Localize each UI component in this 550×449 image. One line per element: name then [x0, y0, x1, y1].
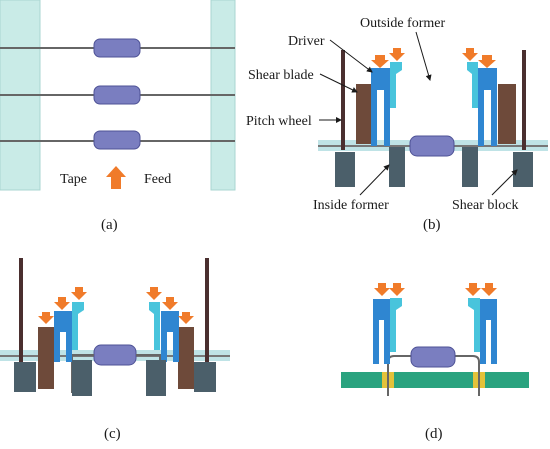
force-arrow-icon: [462, 48, 478, 61]
force-arrows-b: [371, 48, 496, 68]
caption-c: (c): [104, 426, 121, 442]
outside-former-left: [390, 298, 402, 352]
tape-label: Tape: [60, 172, 87, 187]
pcb-board: [341, 372, 529, 388]
shear-block-right: [513, 152, 533, 187]
force-arrow-icon: [54, 297, 70, 310]
label-shear-blade: Shear blade: [248, 68, 314, 83]
pitch-wheel-post-left: [19, 258, 23, 373]
resistor-body-icon: [93, 344, 137, 366]
shear-block-left: [335, 152, 355, 187]
driver-right: [478, 68, 497, 146]
panel-d: (d): [341, 283, 529, 442]
force-arrow-icon: [162, 297, 178, 310]
pitch-wheel-post-left: [341, 50, 345, 150]
taped-resistor-1: [0, 38, 235, 58]
pitch-wheel-post-right: [522, 50, 526, 150]
driver-right: [480, 299, 497, 364]
leader-lines: [319, 31, 518, 196]
feed-label: Feed: [144, 172, 171, 187]
shear-blade-right: [498, 84, 516, 144]
resistor-body-icon: [93, 130, 141, 150]
force-arrow-icon: [71, 287, 87, 300]
shear-block-left: [14, 362, 36, 392]
shear-blade-left: [38, 327, 54, 389]
taped-resistor-2: [0, 85, 235, 105]
resistor-body-icon: [93, 85, 141, 105]
outside-former-right: [149, 302, 160, 350]
feed-arrow-icon: [106, 166, 126, 189]
force-arrow-icon: [389, 283, 405, 296]
label-driver: Driver: [288, 34, 325, 49]
label-outside-former: Outside former: [360, 16, 445, 31]
pitch-wheel-post-right: [205, 258, 209, 373]
force-arrow-icon: [38, 312, 54, 324]
force-arrow-icon: [481, 283, 497, 296]
outside-former-right: [467, 62, 478, 108]
label-pitch-wheel: Pitch wheel: [246, 114, 312, 129]
outside-former-right: [468, 298, 480, 352]
inside-former-right: [146, 360, 166, 396]
resistor-body-icon: [93, 38, 141, 58]
force-arrow-icon: [146, 287, 162, 300]
force-arrow-icon: [389, 48, 405, 61]
force-arrow-icon: [178, 312, 194, 324]
driver-left: [373, 299, 390, 364]
shear-blade-left: [356, 84, 374, 144]
resistor-body-icon: [409, 135, 455, 157]
driver-right: [161, 311, 179, 362]
force-arrow-icon: [478, 55, 496, 68]
label-inside-former: Inside former: [313, 198, 389, 213]
caption-a: (a): [101, 217, 118, 233]
label-shear-block: Shear block: [452, 198, 518, 213]
taped-resistor-3: [0, 130, 235, 150]
driver-left: [371, 68, 390, 146]
force-arrow-icon: [371, 55, 389, 68]
panel-c: (c): [0, 258, 230, 442]
force-arrow-icon: [465, 283, 481, 296]
inside-former-left: [389, 147, 405, 187]
shear-blade-right: [178, 327, 194, 389]
panel-a: Tape Feed (a): [0, 0, 236, 233]
force-arrows-c: [38, 287, 194, 324]
caption-b: (b): [423, 217, 441, 233]
force-arrows-d: [374, 283, 497, 296]
force-arrow-icon: [374, 283, 390, 296]
resistor-body-icon: [410, 346, 456, 368]
outside-former-left: [72, 302, 84, 350]
outside-former-left: [390, 62, 402, 108]
caption-d: (d): [425, 426, 443, 442]
inside-former-left: [72, 360, 92, 396]
inside-former-right: [462, 147, 478, 187]
shear-block-right: [194, 362, 216, 392]
panel-b: Driver Outside former Shear blade Pitch …: [246, 16, 548, 233]
driver-left: [54, 311, 72, 362]
